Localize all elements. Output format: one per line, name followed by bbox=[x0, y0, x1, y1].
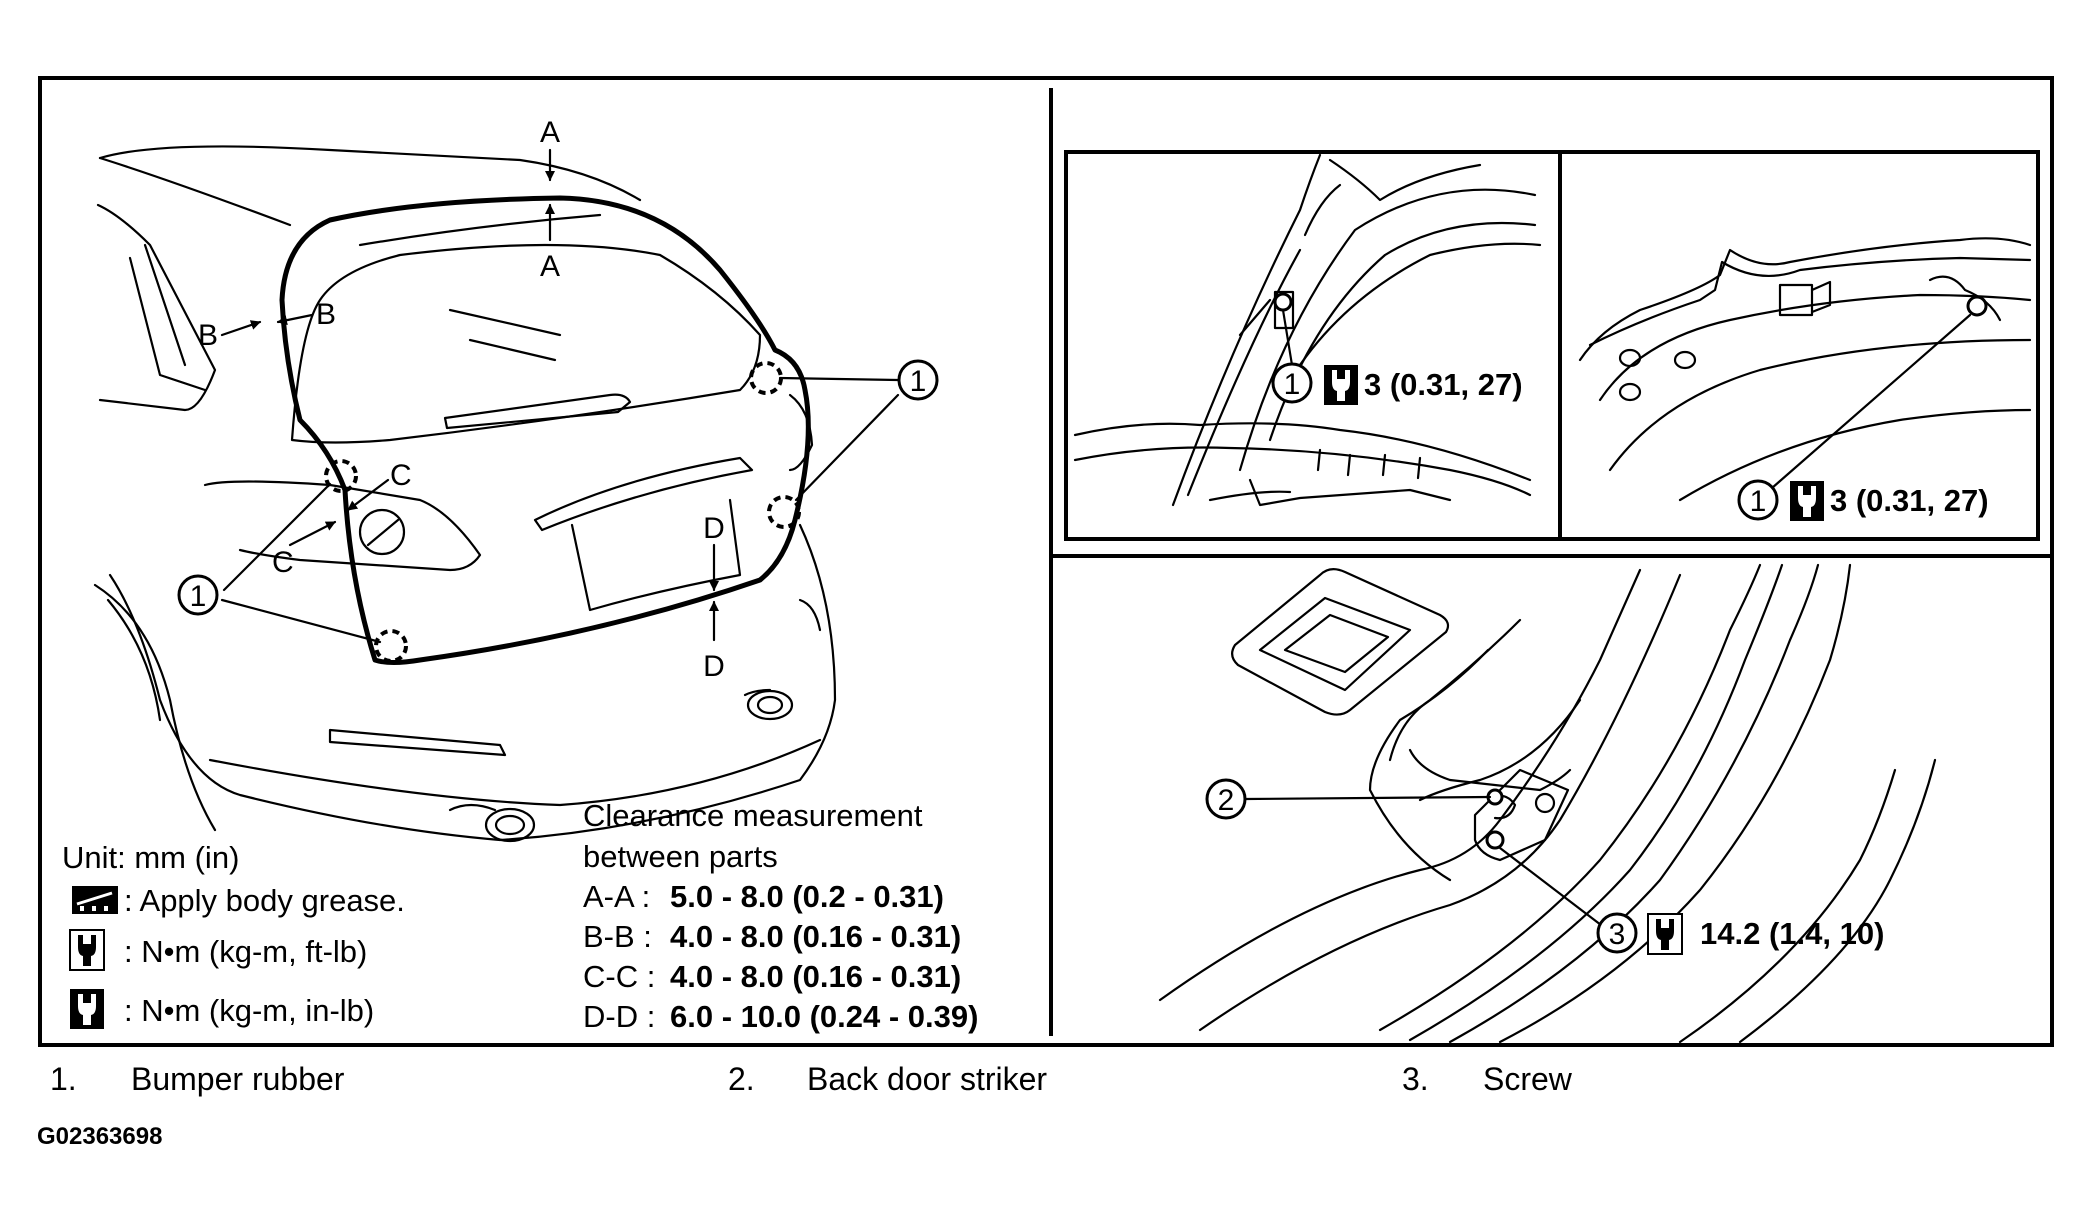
section-label-a: A bbox=[540, 116, 560, 149]
inset-upper-right-illustration bbox=[1578, 237, 2032, 502]
clearance-row-label: D-D : bbox=[583, 999, 655, 1034]
part-name: Screw bbox=[1483, 1061, 1573, 1097]
bumper-rubber-component bbox=[1273, 292, 1293, 312]
inset-lower-illustration bbox=[1158, 563, 1937, 1044]
clearance-title: between parts bbox=[583, 839, 778, 874]
wrench-in-icon bbox=[1324, 365, 1358, 405]
clearance-row-value: 4.0 - 8.0 (0.16 - 0.31) bbox=[670, 919, 961, 954]
section-label-c: C bbox=[272, 546, 294, 579]
section-label-d: D bbox=[703, 650, 725, 683]
wrench-in-icon bbox=[1790, 481, 1824, 521]
part-number: 3. bbox=[1402, 1061, 1429, 1097]
inset-upper-left-illustration bbox=[1073, 153, 1542, 507]
part-number: 1. bbox=[50, 1061, 77, 1097]
callout-1-label: 1 bbox=[910, 365, 927, 398]
callout-1-label: 1 bbox=[1284, 368, 1301, 401]
vehicle-rear-illustration bbox=[93, 145, 837, 843]
callout-2-circle bbox=[1205, 778, 1247, 820]
callout-1-label: 1 bbox=[1750, 485, 1767, 518]
torque-spec-upper-right: 3 (0.31, 27) bbox=[1830, 483, 1989, 518]
bumper-rubber-marker bbox=[324, 459, 358, 493]
clearance-row-value: 4.0 - 8.0 (0.16 - 0.31) bbox=[670, 959, 961, 994]
legend-grease: : Apply body grease. bbox=[124, 883, 405, 918]
clearance-row-label: B-B : bbox=[583, 919, 652, 954]
clearance-title: Clearance measurement bbox=[583, 798, 923, 833]
callout-1-circle bbox=[897, 359, 939, 401]
section-label-b: B bbox=[198, 319, 218, 352]
callout-3-label: 3 bbox=[1609, 918, 1626, 951]
grease-icon bbox=[72, 886, 118, 914]
callout-2-label: 2 bbox=[1218, 784, 1235, 817]
torque-spec-upper-left: 3 (0.31, 27) bbox=[1364, 367, 1523, 402]
section-label-c: C bbox=[390, 459, 412, 492]
figure-code: G02363698 bbox=[37, 1123, 162, 1150]
callout-1-circle bbox=[1271, 362, 1313, 404]
clearance-row-value: 6.0 - 10.0 (0.24 - 0.39) bbox=[670, 999, 978, 1034]
callout-1-circle bbox=[177, 574, 219, 616]
bumper-rubber-component bbox=[1966, 295, 1988, 317]
callout-3-circle bbox=[1596, 912, 1638, 954]
striker-screw bbox=[1485, 830, 1505, 850]
unit-label: Unit: mm (in) bbox=[62, 840, 239, 875]
legend-nm-in-lb: : N•m (kg-m, in-lb) bbox=[124, 993, 374, 1028]
outer-frame bbox=[38, 76, 2054, 1047]
callout-1-label: 1 bbox=[190, 580, 207, 613]
clearance-row-value: 5.0 - 8.0 (0.2 - 0.31) bbox=[670, 879, 944, 914]
part-number: 2. bbox=[728, 1061, 755, 1097]
part-name: Bumper rubber bbox=[131, 1061, 345, 1097]
inset-upper-left-frame bbox=[1064, 150, 1562, 541]
section-label-d: D bbox=[703, 512, 725, 545]
wrench-ft-icon bbox=[1647, 913, 1683, 955]
clearance-row-label: A-A : bbox=[583, 879, 650, 914]
section-label-b: B bbox=[316, 298, 336, 331]
part-name: Back door striker bbox=[807, 1061, 1047, 1097]
inset-upper-right-frame bbox=[1558, 150, 2040, 541]
wrench-ft-icon bbox=[69, 929, 105, 971]
wrench-in-icon bbox=[70, 989, 104, 1029]
torque-spec-striker: 14.2 (1.4, 10) bbox=[1700, 916, 1884, 951]
section-label-a: A bbox=[540, 250, 560, 283]
callout-1-circle bbox=[1737, 479, 1779, 521]
bumper-rubber-marker bbox=[374, 629, 408, 663]
legend-nm-ft-lb: : N•m (kg-m, ft-lb) bbox=[124, 934, 367, 969]
clearance-row-label: C-C : bbox=[583, 959, 655, 994]
